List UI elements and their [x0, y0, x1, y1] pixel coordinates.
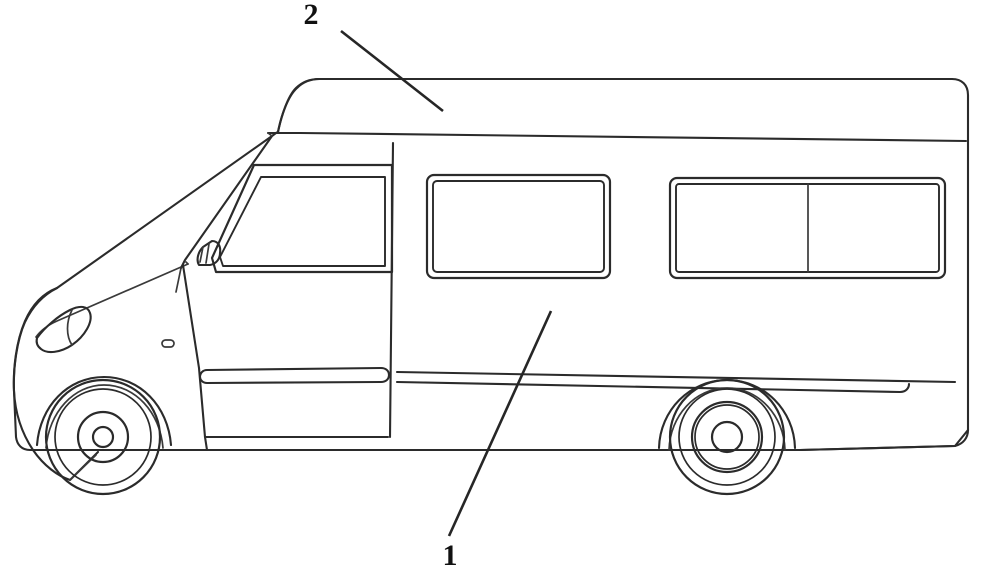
callout-1: 1	[443, 310, 553, 572]
roof-panel	[266, 77, 968, 143]
passenger-window-rear	[668, 176, 947, 280]
rear-end-details	[798, 428, 970, 452]
tire-outer	[44, 378, 162, 496]
window-glass	[432, 180, 605, 273]
callout-2-leader	[340, 29, 444, 113]
callout-2: 2	[304, 0, 444, 113]
tire-outer	[668, 378, 786, 496]
callout-2-label: 2	[304, 0, 319, 31]
door-lock-keyhole	[161, 339, 175, 348]
rear-wheel	[657, 378, 797, 496]
rim	[76, 410, 130, 464]
trim-strip-upper	[395, 370, 957, 384]
hub	[91, 425, 115, 449]
tire-inner	[54, 388, 152, 486]
passenger-window-front	[425, 173, 612, 280]
tire-inner	[678, 388, 776, 486]
trim-strip-lower	[395, 380, 911, 394]
callout-1-leader	[447, 310, 553, 537]
rim-inner	[694, 404, 760, 470]
driver-door	[161, 141, 395, 439]
a-pillar-windshield	[175, 134, 274, 452]
hub	[710, 420, 744, 454]
front-wheel	[35, 375, 173, 496]
callout-1-label: 1	[443, 539, 458, 572]
rim-outer	[690, 400, 764, 474]
body-side-trim	[395, 370, 957, 394]
